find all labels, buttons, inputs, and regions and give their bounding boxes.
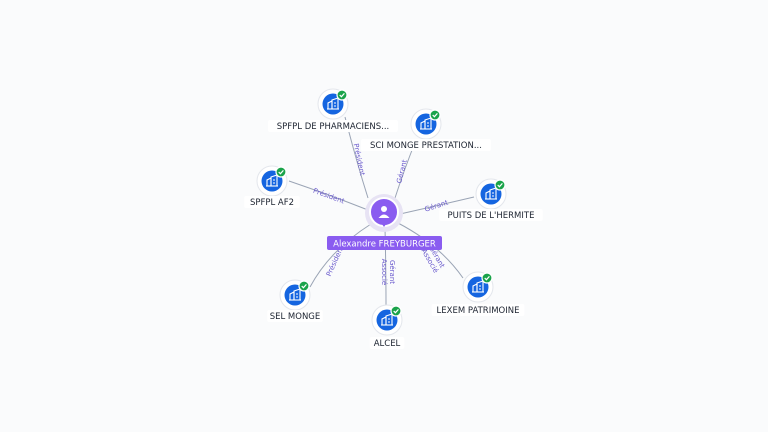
company-label-background — [268, 120, 398, 132]
company-label-background — [244, 196, 300, 208]
company-node-puits-hermite[interactable]: PUITS DE L'HERMITE — [439, 178, 543, 221]
verified-check-icon — [481, 272, 493, 284]
center-label-background — [327, 236, 442, 250]
company-label: SPFPL DE PHARMACIENS... — [277, 122, 390, 132]
center-person-node[interactable]: Alexandre FREYBURGER — [327, 194, 442, 250]
relation-label-alcel: Gérant — [388, 260, 396, 284]
building-icon — [289, 288, 301, 301]
edge-sel-monge — [309, 223, 372, 288]
company-label-background — [431, 304, 525, 316]
building-icon — [485, 187, 497, 200]
verified-check-icon — [429, 109, 441, 121]
verified-check-icon — [298, 280, 310, 292]
building-icon — [327, 97, 339, 110]
company-node-sci-monge[interactable]: SCI MONGE PRESTATION... — [361, 108, 491, 151]
building-icon — [381, 313, 393, 326]
center-pointer — [379, 220, 389, 227]
relation-label-spfpl-af2: Président — [312, 187, 346, 206]
edge-puits-hermite — [399, 196, 475, 215]
company-label: SCI MONGE PRESTATION... — [370, 141, 482, 151]
relation-label-sci-monge: Gérant — [395, 159, 409, 185]
verified-check-icon — [275, 166, 287, 178]
building-icon — [420, 117, 432, 130]
company-label: PUITS DE L'HERMITE — [448, 211, 535, 221]
company-node-sel-monge[interactable]: SEL MONGE — [267, 279, 323, 322]
company-label: SPFPL AF2 — [250, 198, 294, 208]
company-node-lexem[interactable]: LEXEM PATRIMOINE — [431, 271, 525, 316]
company-label-background — [361, 139, 491, 151]
company-label-background — [439, 209, 543, 221]
company-node-spfpl-af2[interactable]: SPFPL AF2 — [244, 165, 300, 208]
edge-alcel — [384, 227, 387, 306]
company-label-background — [369, 337, 405, 349]
company-label-background — [267, 310, 323, 322]
building-icon — [472, 280, 484, 293]
building-icon — [266, 174, 278, 187]
verified-check-icon — [336, 89, 348, 101]
edge-spfpl-af2 — [288, 180, 369, 211]
company-label: ALCEL — [374, 339, 401, 349]
verified-check-icon — [390, 305, 402, 317]
person-icon — [378, 206, 390, 218]
company-label: LEXEM PATRIMOINE — [437, 306, 520, 316]
company-node-alcel[interactable]: ALCEL — [369, 304, 405, 349]
verified-check-icon — [494, 179, 506, 191]
center-label: Alexandre FREYBURGER — [333, 240, 436, 250]
company-node-spfpl-pharmaciens[interactable]: SPFPL DE PHARMACIENS... — [268, 88, 398, 132]
relation-label-alcel: Associé — [380, 259, 388, 285]
company-label: SEL MONGE — [270, 312, 321, 322]
